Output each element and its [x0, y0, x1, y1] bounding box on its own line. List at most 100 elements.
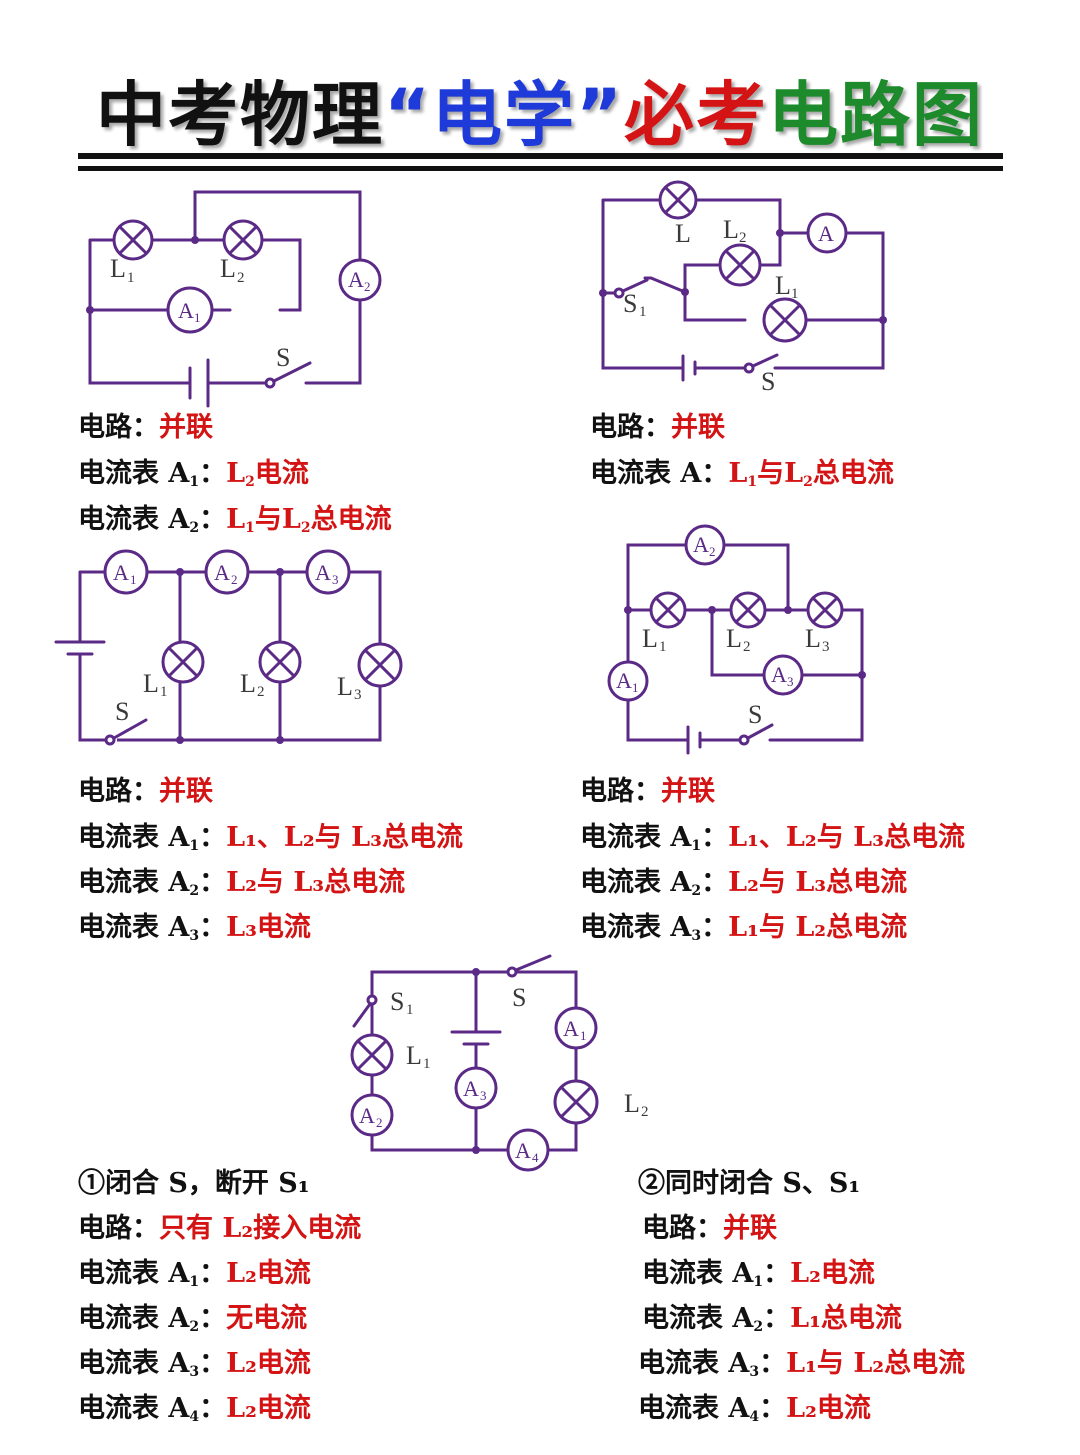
- case2-meter-line: 电流表 A1：L₂电流: [642, 1258, 875, 1290]
- battery-icon: [188, 358, 210, 408]
- figure-label: L: [805, 624, 821, 653]
- case2-meter-line: 电流表 A2：L₁总电流: [642, 1303, 902, 1335]
- figure-label: A: [113, 560, 129, 585]
- ammeter-icon: A 3: [454, 1066, 498, 1110]
- figure-label: A: [563, 1016, 579, 1041]
- figure-label: A: [178, 298, 194, 323]
- figure-label: A: [771, 662, 787, 687]
- figure-label: 2: [237, 270, 245, 286]
- figure-label: A: [693, 532, 709, 557]
- lamp-icon: [161, 640, 205, 684]
- case2-circuit-line: 电路：并联: [642, 1213, 777, 1244]
- panel4-circuit-line: 电路：并联: [580, 776, 715, 807]
- lamp-icon: [762, 297, 808, 343]
- figure-label: S: [276, 343, 290, 372]
- figure-label: L: [240, 669, 256, 698]
- figure-label: 3: [787, 674, 794, 689]
- panel2-circuit-line: 电路：并联: [590, 412, 725, 443]
- panel4-meter-line: 电流表 A2：L₂与 L₃总电流: [580, 867, 908, 899]
- circuit-diagram-4: A 2 A 3 A 1 L 1 L 2 L 3 S: [607, 524, 866, 755]
- title-part-must: 必考: [624, 74, 768, 156]
- figure-label: 1: [639, 304, 647, 320]
- lamp-icon: [718, 243, 762, 287]
- panel3-meter-line: 电流表 A1：L₁、L₂与 L₃总电流: [78, 822, 463, 854]
- ammeter-icon: A 3: [762, 654, 804, 696]
- panel1-meter1-line: 电流表 A1：L2电流: [78, 458, 309, 490]
- figure-label: S: [761, 367, 775, 396]
- lamp-icon: [553, 1079, 599, 1125]
- title-rule-thin: [78, 166, 1003, 171]
- figure-label: 3: [354, 687, 362, 703]
- figure-label: 4: [532, 1150, 539, 1165]
- circuit-diagram-2: A L L 2 L 1 S 1 S: [599, 180, 887, 396]
- ammeter-icon: A 1: [607, 660, 649, 702]
- figure-label: S: [623, 289, 637, 318]
- ammeter-icon: A 3: [305, 549, 351, 595]
- title-rule-thick: [78, 153, 1003, 159]
- figure-label: 2: [743, 639, 751, 655]
- figure-label: L: [723, 215, 739, 244]
- lamp-icon: [357, 642, 403, 688]
- figure-label: 2: [364, 279, 371, 294]
- lamp-icon: [806, 591, 844, 629]
- switch-icon: [738, 723, 774, 746]
- figure-label: 1: [130, 572, 137, 587]
- case1-heading: ①闭合 S，断开 S₁: [78, 1168, 310, 1199]
- lamp-icon: [222, 219, 264, 261]
- figure-label: L: [642, 624, 658, 653]
- ammeter-icon: A: [806, 212, 848, 254]
- battery-icon: [686, 725, 702, 755]
- figure-label: L: [726, 624, 742, 653]
- case2-meter-line: 电流表 A3：L₁与 L₂总电流: [638, 1348, 966, 1380]
- figure-label: L: [143, 669, 159, 698]
- figure-label: L: [110, 254, 126, 283]
- figure-label: 1: [127, 270, 135, 286]
- panel2-meter-line: 电流表 A：L1与L2总电流: [590, 458, 894, 490]
- switch-icon: [264, 361, 312, 389]
- panel3-meter-line: 电流表 A2：L₂与 L₃总电流: [78, 867, 406, 899]
- figure-label: A: [348, 267, 364, 292]
- case1-meter-line: 电流表 A3：L₂电流: [78, 1348, 311, 1380]
- figure-label: 3: [822, 639, 830, 655]
- figure-label: L: [406, 1041, 422, 1070]
- switch-icon: [613, 278, 649, 299]
- panel4-meter-line: 电流表 A3：L₁与 L₂总电流: [580, 912, 908, 944]
- figure-label: A: [616, 668, 632, 693]
- battery-icon: [681, 354, 697, 382]
- circuit-diagram-3: A 1 A 2 A 3 L 1 L 2 L 3 S: [54, 549, 403, 746]
- figure-label: S: [390, 987, 404, 1016]
- case1-meter-line: 电流表 A1：L₂电流: [78, 1258, 311, 1290]
- case1-meter-line: 电流表 A2：无电流: [78, 1303, 308, 1335]
- circuit-diagram-5: A 2 A 3 A 1 A 4 S 1 L 1 S L 2: [350, 954, 649, 1172]
- figure-label: 2: [376, 1115, 383, 1130]
- circuit-diagram-1: A 1 A 2 L 1 L 2 S: [86, 190, 382, 408]
- lamp-icon: [112, 219, 154, 261]
- battery-icon: [450, 1030, 502, 1046]
- figure-label: 2: [709, 544, 716, 559]
- ammeter-icon: A 4: [506, 1128, 550, 1172]
- panel3-circuit-line: 电路：并联: [78, 776, 213, 807]
- ammeter-icon: A 1: [103, 549, 149, 595]
- case1-circuit-line: 电路：只有 L₂接入电流: [78, 1213, 362, 1244]
- figure-label: L: [220, 254, 236, 283]
- figure-label: A: [359, 1103, 375, 1128]
- ammeter-icon: A 2: [350, 1093, 394, 1137]
- figure-label: L: [675, 219, 691, 248]
- title-part-electricity: “电学”: [383, 74, 624, 156]
- case2-meter-line: 电流表 A4：L₂电流: [638, 1393, 871, 1425]
- ammeter-icon: A 2: [338, 258, 382, 302]
- figure-label: A: [315, 560, 331, 585]
- panel4-meter-line: 电流表 A1：L₁、L₂与 L₃总电流: [580, 822, 965, 854]
- figure-label: 3: [332, 572, 339, 587]
- figure-label: A: [463, 1076, 479, 1101]
- ammeter-icon: A 2: [204, 549, 250, 595]
- lamp-icon: [658, 180, 698, 220]
- case2-heading: ②同时闭合 S、S₁: [638, 1168, 861, 1199]
- figure-label: L: [775, 271, 791, 300]
- ammeter-icon: A 2: [684, 524, 726, 566]
- figure-label: S: [512, 983, 526, 1012]
- title-part-circuit: 电路图: [768, 74, 984, 156]
- figure-label: 1: [580, 1028, 587, 1043]
- figure-label: 1: [791, 286, 799, 302]
- figure-label: 1: [632, 680, 639, 695]
